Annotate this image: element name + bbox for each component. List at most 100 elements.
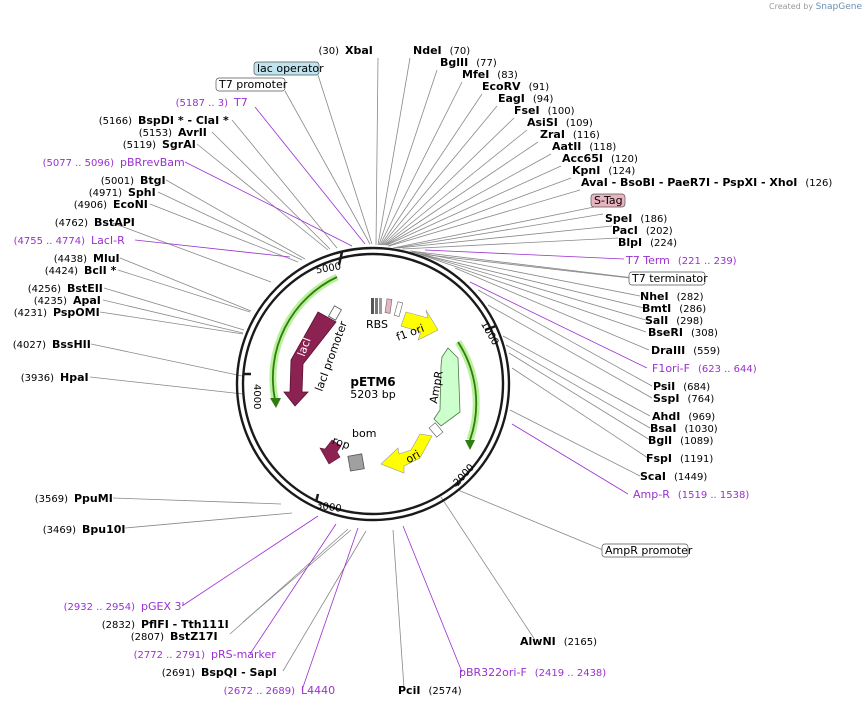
enzyme-site-label[interactable]: AlwNI(2165) xyxy=(520,635,597,648)
enzyme-site-label[interactable]: FseI(100) xyxy=(514,104,575,117)
enzyme-position: (30) xyxy=(318,46,339,57)
enzyme-site-label[interactable]: BglII(77) xyxy=(440,56,497,69)
primer-label[interactable]: L4440(2672 .. 2689) xyxy=(224,684,336,697)
enzyme-name: EcoNI xyxy=(113,198,148,211)
enzyme-site-label[interactable]: PciI(2574) xyxy=(398,684,462,697)
enzyme-name: AatII xyxy=(552,140,581,153)
s-tag-feature[interactable] xyxy=(384,298,393,314)
enzyme-site-label[interactable]: ScaI(1449) xyxy=(640,470,707,483)
enzyme-site-label[interactable]: SphI(4971) xyxy=(89,186,156,199)
lacI-feature[interactable] xyxy=(283,311,337,407)
primer-label[interactable]: pBRrevBam(5077 .. 5096) xyxy=(43,156,185,169)
enzyme-name: ApaI xyxy=(73,294,101,307)
enzyme-site-label[interactable]: BstAPI(4762) xyxy=(55,216,135,229)
enzyme-site-label[interactable]: AhdI(969) xyxy=(652,410,715,423)
enzyme-site-label[interactable]: BtgI(5001) xyxy=(101,174,166,187)
enzyme-site-label[interactable]: ZraI(116) xyxy=(540,128,600,141)
f1-ori-feature[interactable] xyxy=(400,309,439,341)
enzyme-name: SspI xyxy=(653,392,679,405)
primer-position: (221 .. 239) xyxy=(678,256,737,267)
backbone-inner-circle xyxy=(241,252,505,516)
primer-label[interactable]: pRS-marker(2772 .. 2791) xyxy=(134,648,277,661)
enzyme-site-label[interactable]: MluI(4438) xyxy=(54,252,120,265)
enzyme-name: PsiI xyxy=(653,380,675,393)
orf-arrowhead xyxy=(465,440,475,450)
enzyme-position: (83) xyxy=(497,70,518,81)
enzyme-position: (2807) xyxy=(131,632,164,643)
enzyme-site-label[interactable]: BstEII(4256) xyxy=(28,282,103,295)
enzyme-site-label[interactable]: ApaI(4235) xyxy=(34,294,101,307)
enzyme-position: (286) xyxy=(679,304,706,315)
enzyme-name: Bpu10I xyxy=(82,523,126,536)
primer-position: (2772 .. 2791) xyxy=(134,650,206,661)
enzyme-name: FseI xyxy=(514,104,540,117)
enzyme-position: (3569) xyxy=(35,494,68,505)
primer-label[interactable]: F1ori-F(623 .. 644) xyxy=(652,362,757,375)
enzyme-site-label[interactable]: BseRI(308) xyxy=(648,326,718,339)
primer-label[interactable]: pGEX 3'(2932 .. 2954) xyxy=(64,600,185,613)
primer-name: pBRrevBam xyxy=(120,156,185,169)
enzyme-site-label[interactable]: NdeI(70) xyxy=(413,44,470,57)
primer-label[interactable]: LacI-R(4755 .. 4774) xyxy=(14,234,126,247)
enzyme-site-label[interactable]: BstZ17I (2807) xyxy=(131,630,218,643)
enzyme-site-label[interactable]: NheI(282) xyxy=(640,290,704,303)
lacI-promoter-feature[interactable] xyxy=(327,305,343,321)
ampr-feature[interactable] xyxy=(433,347,461,427)
ampr-promoter-feature[interactable] xyxy=(428,422,444,438)
enzyme-site-label[interactable]: AvrII(5153) xyxy=(139,126,207,139)
enzyme-site-label[interactable]: EcoRV(91) xyxy=(482,80,549,93)
enzyme-site-label[interactable]: PsiI(684) xyxy=(653,380,710,393)
enzyme-site-label[interactable]: BssHII(4027) xyxy=(13,338,91,351)
enzyme-site-label[interactable]: AatII (118) xyxy=(552,140,616,153)
enzyme-site-label[interactable]: MfeI(83) xyxy=(462,68,518,81)
lac-operator-box[interactable] xyxy=(253,61,320,76)
enzyme-site-label[interactable]: BmtI(286) xyxy=(642,302,706,315)
enzyme-position: (91) xyxy=(529,82,550,93)
enzyme-site-label[interactable]: AvaI - BsoBI - PaeR7I - PspXI - XhoI(126… xyxy=(581,176,832,189)
ori-feature[interactable] xyxy=(380,433,433,474)
enzyme-site-label[interactable]: DraIII(559) xyxy=(651,344,720,357)
enzyme-name: PflFI - Tth111I xyxy=(141,618,229,631)
enzyme-site-label[interactable]: SgrAI(5119) xyxy=(123,138,196,151)
enzyme-site-label[interactable]: SalI(298) xyxy=(645,314,703,327)
rop-feature[interactable] xyxy=(319,439,342,465)
t7-terminator-box[interactable] xyxy=(628,271,706,286)
enzyme-position: (77) xyxy=(476,58,497,69)
enzyme-name: BspQI - SapI xyxy=(201,666,277,679)
enzyme-site-label[interactable]: KpnI(124) xyxy=(572,164,635,177)
enzyme-site-label[interactable]: PspOMI(4231) xyxy=(14,306,100,319)
enzyme-site-label[interactable]: AsiSI(109) xyxy=(527,116,593,129)
enzyme-site-label[interactable]: BclI *(4424) xyxy=(45,264,117,277)
ori-label: ori xyxy=(404,448,423,466)
t7-terminator-feature[interactable] xyxy=(393,301,404,317)
enzyme-position: (1449) xyxy=(674,472,707,483)
enzyme-site-label[interactable]: XbaI(30) xyxy=(318,44,372,57)
enzyme-site-label[interactable]: HpaI(3936) xyxy=(21,371,89,384)
enzyme-site-label[interactable]: BlpI(224) xyxy=(618,236,677,249)
t7-promoter-box[interactable] xyxy=(215,77,286,92)
enzyme-site-label[interactable]: BglI(1089) xyxy=(648,434,713,447)
enzyme-site-label[interactable]: EcoNI(4906) xyxy=(74,198,148,211)
enzyme-site-label[interactable]: BsaI(1030) xyxy=(650,422,718,435)
enzyme-position: (118) xyxy=(589,142,616,153)
enzyme-site-label[interactable]: EagI(94) xyxy=(498,92,554,105)
enzyme-site-label[interactable]: PacI(202) xyxy=(612,224,673,237)
primer-label[interactable]: Amp-R(1519 .. 1538) xyxy=(633,488,749,501)
primer-label[interactable]: T7(5187 .. 3) xyxy=(176,96,248,109)
s-tag-box[interactable] xyxy=(590,193,626,208)
enzyme-site-label[interactable]: BspQI - SapI(2691) xyxy=(162,666,277,679)
enzyme-site-label[interactable]: PpuMI(3569) xyxy=(35,492,113,505)
enzyme-name: BstZ17I xyxy=(170,630,218,643)
enzyme-site-label[interactable]: SpeI(186) xyxy=(605,212,667,225)
enzyme-name: AhdI xyxy=(652,410,680,423)
enzyme-site-label[interactable]: Bpu10I(3469) xyxy=(43,523,126,536)
enzyme-site-label[interactable]: Acc65I(120) xyxy=(562,152,638,165)
enzyme-site-label[interactable]: PflFI - Tth111I(2832) xyxy=(102,618,229,631)
enzyme-site-label[interactable]: FspI(1191) xyxy=(646,452,713,465)
enzyme-site-label[interactable]: BspDI * - ClaI *(5166) xyxy=(99,114,229,127)
primer-label[interactable]: pBR322ori-F(2419 .. 2438) xyxy=(459,666,606,679)
ampr-promoter-box[interactable] xyxy=(601,543,689,558)
bom-feature[interactable] xyxy=(347,453,365,472)
enzyme-site-label[interactable]: SspI(764) xyxy=(653,392,714,405)
primer-label[interactable]: T7 Term(221 .. 239) xyxy=(625,254,737,267)
